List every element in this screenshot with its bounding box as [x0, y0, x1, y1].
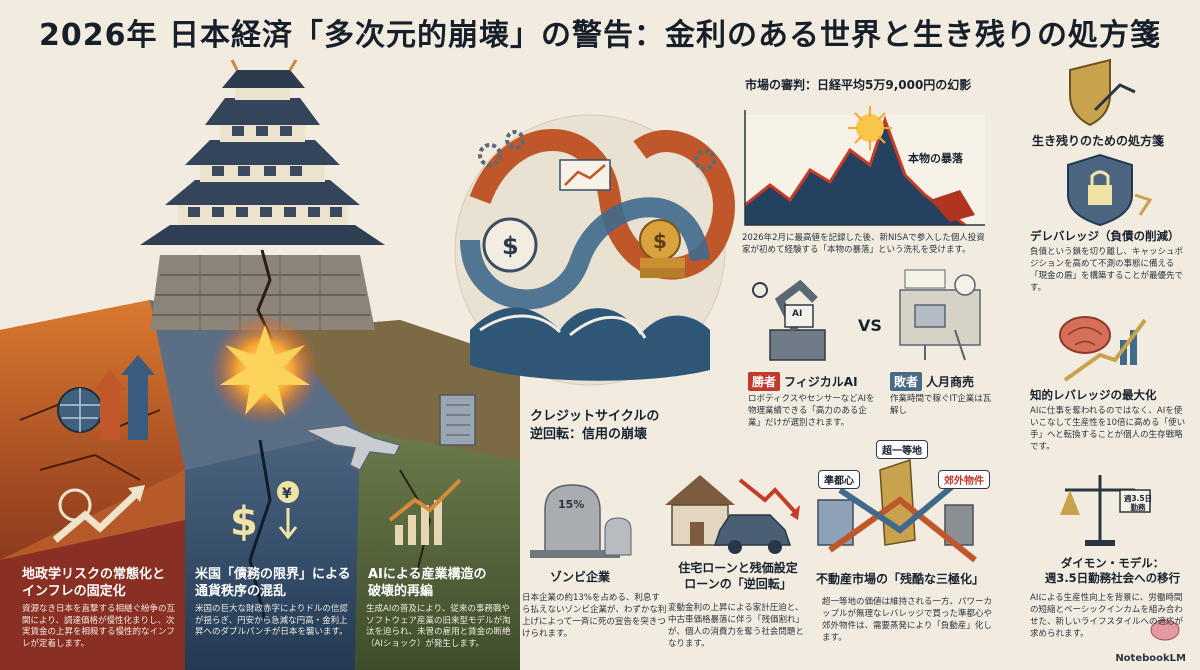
tombstone-icon	[530, 484, 632, 558]
robot-arm-icon	[752, 279, 826, 361]
brand-label: NotebookLM	[1115, 653, 1186, 664]
dimon-model-body: AIによる生産性向上を背景に、労働時間の短縮とベーシックインカムを組み合わせた、…	[1030, 593, 1184, 639]
nikkei-crash-chart	[744, 106, 985, 227]
credit-cycle-title: クレジットサイクルの 逆回転：信用の崩壊	[530, 409, 660, 442]
credit-cycle-illustration: $ $	[454, 114, 735, 386]
realestate-body: 超一等地の価値は維持される一方、パワーカップルが無理なレバレッジで買った準都心や…	[822, 597, 993, 643]
prescription-header: 生き残りのための処方箋	[1032, 134, 1165, 148]
dollar-yen-icon: $ ¥	[230, 481, 299, 545]
abandoned-office-icon	[899, 269, 981, 361]
robot-hand-icon	[302, 394, 476, 471]
panel-geopolitics-body: 資源なき日本を直撃する相継ぐ紛争の互関により、調達価格が慢性化まりし、次実賃金の…	[22, 604, 176, 649]
panel-us-debt-title: 米国「債務の限界」による 通貨秩序の混乱	[195, 567, 351, 599]
market-crash-label: 本物の暴落	[908, 152, 963, 165]
loser-heading: 敗者人月商売	[890, 372, 995, 391]
svg-text:$: $	[502, 232, 519, 260]
realestate-title: 不動産市場の「残酷な三極化」	[816, 572, 985, 586]
growth-chart-icon	[388, 478, 462, 545]
panel-us-debt-body: 米国の巨大な財政赤字によりドルの信認が揺らぎ、円安から急減な円高・金利上昇へのダ…	[195, 604, 348, 637]
loser-title: 人月商売	[926, 375, 975, 389]
shield-arrow-icon	[1069, 58, 1136, 127]
winner-heading: 勝者フィジカルAI	[748, 372, 883, 391]
svg-text:$: $	[653, 229, 667, 253]
intellectual-leverage-body: AIに仕事を奪われるのではなく、AIを使いこなして生産性を10倍に高める「使い手…	[1030, 406, 1186, 452]
rising-arrow-icon	[52, 485, 145, 543]
scale-label: 週3.5日勤務	[1123, 494, 1153, 512]
zombie-body: 日本企業の約13%を占める、利息すら払えないゾンビ企業が、わずかな利上げによって…	[522, 593, 667, 639]
intellectual-leverage-title: 知的レバレッジの最大化	[1030, 388, 1157, 402]
panel-ai-industry-title: AIによる産業構造の 破壊的再編	[368, 567, 487, 599]
page-title: 2026年 日本経済「多次元的崩壊」の警告：金利のある世界と生き残りの処方箋	[39, 18, 1161, 53]
market-body: 2026年2月に最高値を記録した後、新NISAで参入した個人投資家が初めて経験す…	[742, 233, 985, 255]
deleverage-body: 負債という鎖を切り離し、キャッシュポジションを高めて不測の事態に備える「現金の盾…	[1030, 247, 1184, 293]
panel-ai-industry-body: 生成AIの普及により、従来の事務職やソフトウェア産業の旧来型モデルが淘汰を迫られ…	[366, 604, 511, 649]
svg-text:$: $	[230, 499, 258, 545]
loser-body: 作業時間で稼ぐIT企業は瓦解し	[890, 394, 992, 416]
globe-arrows-icon	[57, 355, 155, 440]
balance-scale-icon	[1060, 475, 1151, 546]
explosion-star	[220, 325, 310, 415]
deleverage-title: デレバレッジ（負債の削減）	[1030, 229, 1180, 243]
padlock-shield-icon	[1067, 153, 1153, 227]
housing-title: 住宅ローンと残価設定 ローンの「逆回転」	[678, 561, 798, 591]
housing-body: 変動金利の上昇による家計圧迫と、中古車価格暴落に伴う「残価割れ」が、個人の消費力…	[668, 603, 805, 649]
winner-title: フィジカルAI	[784, 375, 858, 389]
winner-tag: 勝者	[748, 372, 781, 391]
svg-text:¥: ¥	[282, 486, 292, 502]
house-car-icon	[665, 475, 800, 554]
pig-icon	[1150, 619, 1180, 641]
loser-tag: 敗者	[890, 372, 923, 391]
re-label-prime: 超一等地	[876, 440, 928, 459]
dimon-model-title: ダイモン・モデル： 週3.5日勤務社会への移行	[1044, 556, 1181, 585]
ai-chip-label: AI	[792, 309, 803, 319]
real-estate-buildings-icon	[817, 458, 977, 563]
market-title: 市場の審判：日経平均5万9,000円の幻影	[745, 78, 972, 92]
winner-body: ロボティクスやセンサーなどAIを物理業績できる「高力のある企業」だけが選別されま…	[748, 394, 875, 428]
japanese-castle	[140, 59, 385, 341]
panel-geopolitics-title: 地政学リスクの常態化と インフレの固定化	[22, 567, 166, 599]
zombie-title: ゾンビ企業	[550, 570, 611, 584]
brain-growth-icon	[1059, 316, 1147, 382]
tombstone-label: 15%	[558, 498, 585, 511]
re-label-suburb: 郊外物件	[938, 470, 990, 489]
vs-label: VS	[858, 316, 882, 335]
re-label-near: 準都心	[818, 470, 860, 489]
